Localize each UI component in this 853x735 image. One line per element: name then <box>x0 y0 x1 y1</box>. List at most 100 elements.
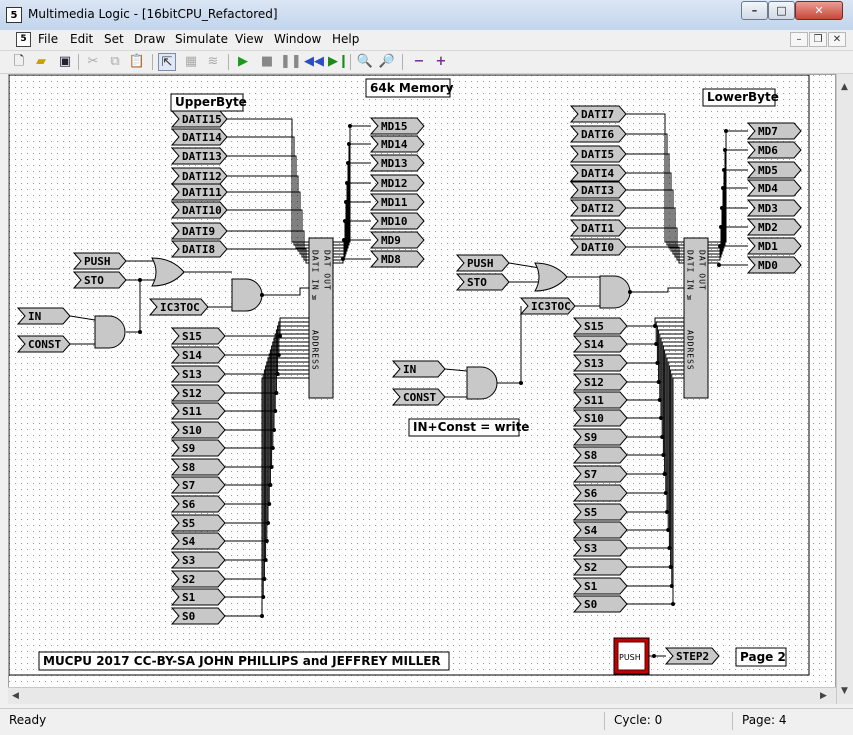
edit-icon[interactable]: ▦ <box>184 54 198 69</box>
input-dati15[interactable]: DATI15 <box>170 110 228 128</box>
open-folder-icon[interactable]: ▰ <box>36 54 46 69</box>
input-lower-s2[interactable]: S2 <box>572 558 628 576</box>
menu-simulate[interactable]: Simulate <box>175 32 229 46</box>
scroll-down-icon[interactable]: ▼ <box>841 686 848 696</box>
input-upper-ic3toc[interactable]: IC3TOC <box>148 298 209 316</box>
input-lower-s4[interactable]: S4 <box>572 521 628 539</box>
input-lower-s3[interactable]: S3 <box>572 539 628 557</box>
output-md12[interactable]: MD12 <box>369 174 425 192</box>
input-upper-s14[interactable]: S14 <box>170 346 226 364</box>
menu-set[interactable]: Set <box>104 32 124 46</box>
input-dati13[interactable]: DATI13 <box>170 147 228 165</box>
output-md4[interactable]: MD4 <box>746 179 802 197</box>
input-dati1[interactable]: DATI1 <box>569 219 627 237</box>
plus-icon[interactable]: + <box>435 54 447 69</box>
input-lower-s13[interactable]: S13 <box>572 354 628 372</box>
scroll-right-icon[interactable]: ▶ <box>820 691 827 701</box>
stop-icon[interactable]: ■ <box>260 54 274 69</box>
input-dati9[interactable]: DATI9 <box>170 222 228 240</box>
input-dati5[interactable]: DATI5 <box>569 145 627 163</box>
zoom-out-icon[interactable]: 🔍 <box>356 54 374 69</box>
vertical-scrollbar[interactable]: ▲ ▼ <box>836 74 853 704</box>
input-upper-sto[interactable]: STO <box>72 271 127 289</box>
wire-icon[interactable]: ≋ <box>207 54 219 69</box>
menu-view[interactable]: View <box>235 32 264 46</box>
mdi-minimize-button[interactable]: – <box>790 32 808 47</box>
input-upper-s5[interactable]: S5 <box>170 514 226 532</box>
input-const-right[interactable]: CONST <box>391 388 446 406</box>
select-pointer-icon[interactable]: ⇱ <box>158 53 176 71</box>
run-icon[interactable]: ▶ <box>238 54 248 69</box>
input-dati14[interactable]: DATI14 <box>170 128 228 146</box>
new-file-icon[interactable]: 🗋 <box>13 54 25 69</box>
menu-file[interactable]: File <box>38 32 59 46</box>
input-dati11[interactable]: DATI11 <box>170 183 228 201</box>
input-upper-s9[interactable]: S9 <box>170 439 226 457</box>
input-dati10[interactable]: DATI10 <box>170 201 228 219</box>
input-dati0[interactable]: DATI0 <box>569 238 627 256</box>
pause-icon[interactable]: ❚❚ <box>280 54 302 69</box>
minimize-button[interactable]: – <box>741 1 768 20</box>
zoom-in-icon[interactable]: 🔎 <box>378 54 396 69</box>
and-gate-upper[interactable] <box>231 278 263 312</box>
input-lower-s5[interactable]: S5 <box>572 503 628 521</box>
input-upper-s6[interactable]: S6 <box>170 495 226 513</box>
input-upper-s4[interactable]: S4 <box>170 532 226 550</box>
input-dati2[interactable]: DATI2 <box>569 199 627 217</box>
cut-icon[interactable]: ✂ <box>87 54 99 69</box>
input-dati12[interactable]: DATI12 <box>170 167 228 185</box>
output-md8[interactable]: MD8 <box>369 250 425 268</box>
input-lower-s14[interactable]: S14 <box>572 335 628 353</box>
output-md1[interactable]: MD1 <box>746 237 802 255</box>
and-gate-in-const-left[interactable] <box>94 315 126 349</box>
input-lower-s11[interactable]: S11 <box>572 391 628 409</box>
input-dati6[interactable]: DATI6 <box>569 125 627 143</box>
input-lower-s12[interactable]: S12 <box>572 373 628 391</box>
output-md0[interactable]: MD0 <box>746 256 802 274</box>
output-md15[interactable]: MD15 <box>369 117 425 135</box>
input-lower-sto[interactable]: STO <box>455 273 510 291</box>
output-md11[interactable]: MD11 <box>369 193 425 211</box>
menu-window[interactable]: Window <box>274 32 322 46</box>
output-step2[interactable]: STEP2 <box>664 647 720 665</box>
output-md10[interactable]: MD10 <box>369 212 425 230</box>
input-lower-s8[interactable]: S8 <box>572 446 628 464</box>
input-dati7[interactable]: DATI7 <box>569 105 627 123</box>
horizontal-scrollbar[interactable]: ◀ ▶ <box>8 687 836 704</box>
input-dati8[interactable]: DATI8 <box>170 240 228 258</box>
save-disk-icon[interactable]: ▣ <box>58 54 72 69</box>
input-in-left[interactable]: IN <box>16 307 71 325</box>
step-back-icon[interactable]: ◀◀ <box>304 54 324 69</box>
ram-upper-byte[interactable] <box>308 237 334 399</box>
input-upper-s2[interactable]: S2 <box>170 570 226 588</box>
output-md13[interactable]: MD13 <box>369 154 425 172</box>
input-upper-s8[interactable]: S8 <box>170 458 226 476</box>
document-icon[interactable]: 5 <box>16 32 31 47</box>
input-upper-s11[interactable]: S11 <box>170 402 226 420</box>
input-lower-s0[interactable]: S0 <box>572 595 628 613</box>
mdi-restore-button[interactable]: ❐ <box>809 32 827 47</box>
menu-draw[interactable]: Draw <box>134 32 166 46</box>
menu-edit[interactable]: Edit <box>70 32 94 46</box>
circuit-diagram[interactable]: DATI15DATI14DATI13DATI12DATI11DATI10DATI… <box>9 75 835 687</box>
output-md7[interactable]: MD7 <box>746 122 802 140</box>
input-lower-s9[interactable]: S9 <box>572 428 628 446</box>
maximize-button[interactable]: □ <box>768 1 795 20</box>
output-md2[interactable]: MD2 <box>746 218 802 236</box>
output-md6[interactable]: MD6 <box>746 141 802 159</box>
input-upper-s7[interactable]: S7 <box>170 476 226 494</box>
output-md14[interactable]: MD14 <box>369 135 425 153</box>
push-button[interactable]: PUSH <box>613 637 650 675</box>
output-md5[interactable]: MD5 <box>746 161 802 179</box>
input-const-left[interactable]: CONST <box>16 335 71 353</box>
input-lower-s1[interactable]: S1 <box>572 577 628 595</box>
step-forward-icon[interactable]: ▶❙ <box>328 54 349 69</box>
input-lower-s10[interactable]: S10 <box>572 409 628 427</box>
and-gate-in-const-right[interactable] <box>466 366 498 400</box>
input-upper-s10[interactable]: S10 <box>170 421 226 439</box>
copy-icon[interactable]: ⧉ <box>110 54 120 69</box>
minus-icon[interactable]: − <box>413 54 425 69</box>
paste-icon[interactable]: 📋 <box>128 54 146 69</box>
or-gate-upper[interactable] <box>151 257 185 287</box>
